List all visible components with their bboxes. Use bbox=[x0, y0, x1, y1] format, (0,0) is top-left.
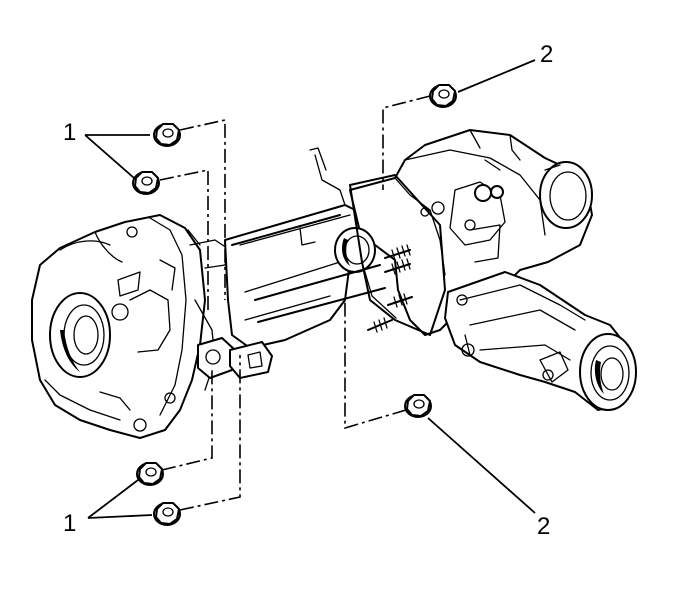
callout-1-top: 1 bbox=[63, 119, 76, 146]
hex-nut-icon bbox=[429, 84, 457, 108]
callout-2-top: 2 bbox=[540, 41, 553, 68]
nut-1-bottom-a bbox=[136, 462, 164, 486]
nut-1-top-b bbox=[132, 171, 160, 195]
nut-1-top-a bbox=[153, 123, 181, 147]
threaded-stud-icon bbox=[384, 258, 411, 275]
threaded-stud-icon bbox=[367, 317, 393, 333]
nut-1-bottom-b bbox=[153, 502, 181, 526]
threaded-stud-icon bbox=[384, 244, 411, 261]
adapter-housing bbox=[224, 147, 366, 379]
nut-2-bottom bbox=[404, 394, 432, 418]
transmission-case bbox=[31, 214, 236, 439]
threaded-stud-icon bbox=[387, 293, 413, 308]
callout-1-bottom: 1 bbox=[63, 510, 76, 537]
hex-nut-icon bbox=[153, 502, 181, 526]
adapter-studs bbox=[231, 214, 413, 333]
callout-2-bottom: 2 bbox=[537, 513, 550, 540]
transfer-case bbox=[334, 129, 593, 336]
hex-nut-icon bbox=[136, 462, 164, 486]
front-output-extension bbox=[444, 271, 637, 411]
hex-nut-icon bbox=[132, 171, 160, 195]
hex-nut-icon bbox=[404, 394, 432, 418]
hex-nut-icon bbox=[153, 123, 181, 147]
callout-leaders bbox=[84, 59, 536, 519]
assembly-centerlines bbox=[159, 95, 431, 511]
nut-2-top bbox=[429, 84, 457, 108]
